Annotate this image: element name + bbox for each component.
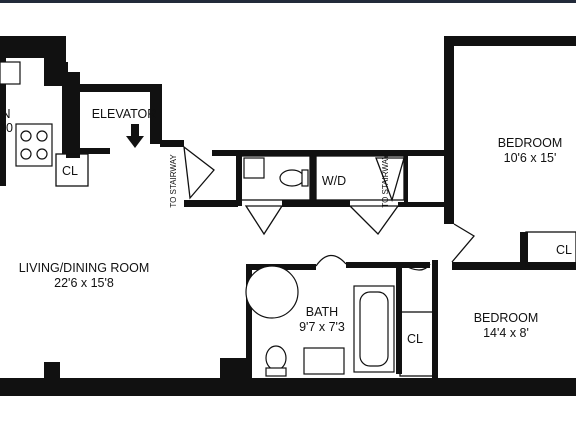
bedroom1-dimensions: 10'6 x 15' [504,151,557,165]
bedroom2-label: BEDROOM [474,311,539,325]
room-labels: N 10 ELEVATOR CL TO STAIRWAY W/D TO STAI… [0,107,572,346]
walls [0,36,576,396]
kitchen-sink-icon [0,61,21,85]
shower-icon [245,265,299,319]
fixtures [0,61,395,377]
sink-icon [243,157,265,179]
bedroom2-dimensions: 14'4 x 8' [483,326,529,340]
bathtub-icon [353,285,395,373]
elevator-arrow-icon [126,124,144,148]
elevator-label: ELEVATOR [92,107,157,121]
bath-toilet-icon [265,345,287,377]
door-swings [55,145,576,377]
kitchen-label: N [1,107,10,121]
bedroom1-closet-label: CL [556,243,572,257]
top-frame [0,0,576,3]
stove-icon [15,123,53,167]
kitchen-dimensions: 10 [0,121,13,135]
toilet-icon [279,169,309,187]
bath-sink-icon [303,347,345,375]
bath-closet-label: CL [407,332,423,346]
bath-dimensions: 9'7 x 7'3 [299,320,345,334]
living-label: LIVING/DINING ROOM [19,261,150,275]
bedroom1-label: BEDROOM [498,136,563,150]
kitchen-closet-label: CL [62,164,78,178]
bath-label: BATH [306,305,338,319]
stairway-right-label: TO STAIRWAY [381,154,390,208]
living-dimensions: 22'6 x 15'8 [54,276,114,290]
wd-label: W/D [322,174,346,188]
stairway-left-label: TO STAIRWAY [169,154,178,208]
